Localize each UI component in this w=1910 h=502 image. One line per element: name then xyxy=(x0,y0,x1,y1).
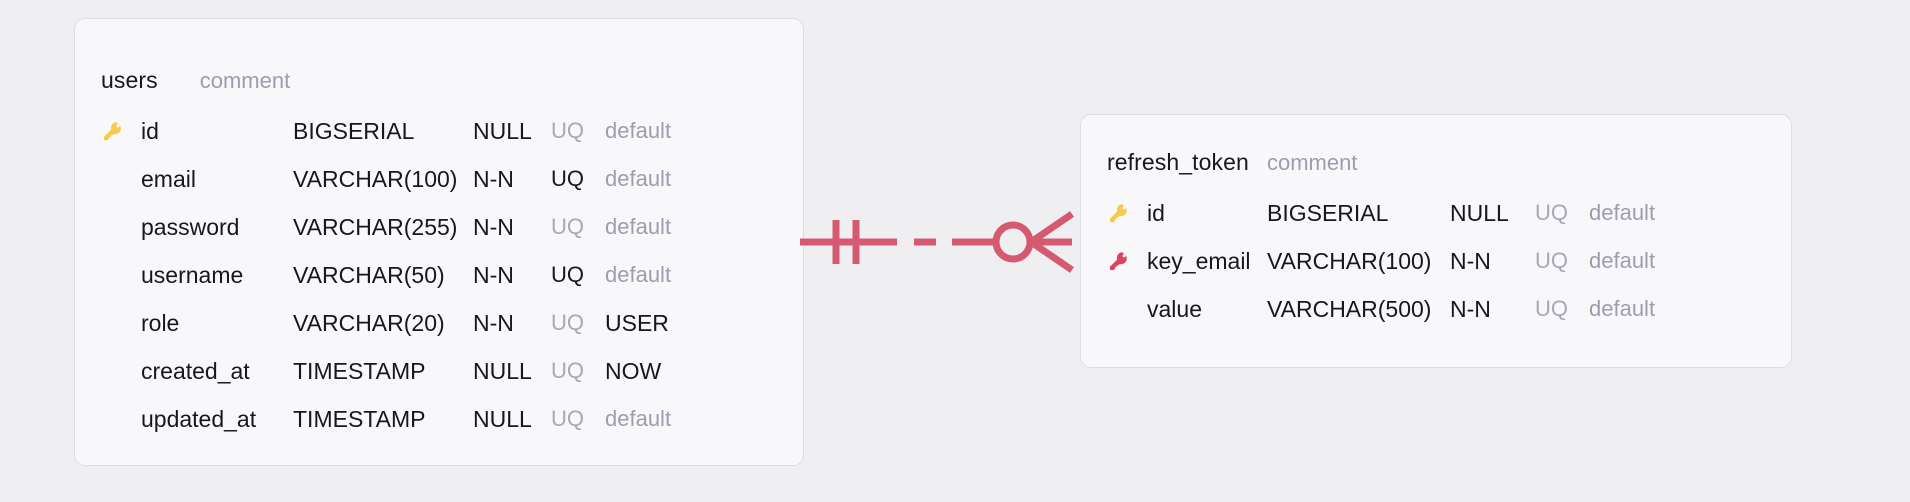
column-name[interactable]: username xyxy=(141,261,244,288)
column-null[interactable]: NULL xyxy=(473,117,532,144)
column-unique[interactable]: UQ xyxy=(551,358,584,383)
column-null[interactable]: N-N xyxy=(473,165,514,192)
table-card-users[interactable]: users comment id BIGSERIAL NULL UQ defau… xyxy=(74,18,804,466)
column-type[interactable]: TIMESTAMP xyxy=(293,357,426,384)
column-type[interactable]: VARCHAR(500) xyxy=(1267,295,1432,322)
column-default[interactable]: USER xyxy=(605,309,669,336)
table-row[interactable]: username VARCHAR(50) N-N UQ default xyxy=(75,251,803,299)
column-type[interactable]: BIGSERIAL xyxy=(293,117,415,144)
table-header-users: users comment xyxy=(75,67,803,107)
column-type[interactable]: VARCHAR(20) xyxy=(293,309,445,336)
column-type[interactable]: VARCHAR(100) xyxy=(293,165,458,192)
column-null[interactable]: N-N xyxy=(473,309,514,336)
table-header-refresh-token: refresh_token comment xyxy=(1081,149,1791,189)
table-row[interactable]: id BIGSERIAL NULL UQ default xyxy=(75,107,803,155)
column-unique[interactable]: UQ xyxy=(551,118,584,143)
column-name[interactable]: password xyxy=(141,213,240,240)
cardinality-zero-circle xyxy=(992,221,1034,263)
column-default[interactable]: default xyxy=(605,166,672,191)
table-row[interactable]: updated_at TIMESTAMP NULL UQ default xyxy=(75,395,803,443)
table-card-refresh-token[interactable]: refresh_token comment id BIGSERIAL NULL … xyxy=(1080,114,1792,368)
column-name[interactable]: role xyxy=(141,309,180,336)
column-unique[interactable]: UQ xyxy=(1535,248,1568,273)
column-null[interactable]: N-N xyxy=(473,261,514,288)
column-unique[interactable]: UQ xyxy=(551,310,584,335)
table-comment-users[interactable]: comment xyxy=(199,68,291,93)
column-null[interactable]: NULL xyxy=(473,405,532,432)
column-null[interactable]: N-N xyxy=(1450,295,1491,322)
column-unique[interactable]: UQ xyxy=(551,262,584,287)
table-row[interactable]: role VARCHAR(20) N-N UQ USER xyxy=(75,299,803,347)
column-default[interactable]: default xyxy=(1589,248,1656,273)
primary-key-icon xyxy=(1107,201,1147,225)
column-type[interactable]: VARCHAR(100) xyxy=(1267,247,1432,274)
column-default[interactable]: default xyxy=(605,118,672,143)
column-null[interactable]: N-N xyxy=(1450,247,1491,274)
table-row[interactable]: id BIGSERIAL NULL UQ default xyxy=(1081,189,1791,237)
column-type[interactable]: BIGSERIAL xyxy=(1267,199,1389,226)
primary-key-icon xyxy=(101,119,141,143)
column-default[interactable]: NOW xyxy=(605,357,662,384)
column-default[interactable]: default xyxy=(1589,200,1656,225)
column-name[interactable]: value xyxy=(1147,295,1202,322)
column-unique[interactable]: UQ xyxy=(1535,200,1568,225)
column-null[interactable]: NULL xyxy=(1450,199,1509,226)
table-row[interactable]: key_email VARCHAR(100) N-N UQ default xyxy=(1081,237,1791,285)
column-default[interactable]: default xyxy=(605,262,672,287)
column-default[interactable]: default xyxy=(605,406,672,431)
table-body-users: users comment id BIGSERIAL NULL UQ defau… xyxy=(75,19,803,443)
table-row[interactable]: password VARCHAR(255) N-N UQ default xyxy=(75,203,803,251)
column-default[interactable]: default xyxy=(1589,296,1656,321)
column-name[interactable]: key_email xyxy=(1147,247,1251,274)
table-name-users[interactable]: users xyxy=(101,67,158,93)
table-row[interactable]: value VARCHAR(500) N-N UQ default xyxy=(1081,285,1791,333)
column-unique[interactable]: UQ xyxy=(1535,296,1568,321)
column-default[interactable]: default xyxy=(605,214,672,239)
column-name[interactable]: created_at xyxy=(141,357,250,384)
relationship-connector-users-refresh-token[interactable] xyxy=(800,196,1090,288)
table-name-refresh-token[interactable]: refresh_token xyxy=(1107,149,1249,175)
crowsfoot-lower xyxy=(1029,239,1074,273)
table-row[interactable]: created_at TIMESTAMP NULL UQ NOW xyxy=(75,347,803,395)
column-name[interactable]: id xyxy=(141,117,159,144)
column-name[interactable]: email xyxy=(141,165,196,192)
column-name[interactable]: updated_at xyxy=(141,405,257,432)
table-body-refresh-token: refresh_token comment id BIGSERIAL NULL … xyxy=(1081,115,1791,333)
column-unique[interactable]: UQ xyxy=(551,214,584,239)
column-unique[interactable]: UQ xyxy=(551,166,584,191)
column-type[interactable]: VARCHAR(255) xyxy=(293,213,458,240)
table-comment-refresh-token[interactable]: comment xyxy=(1266,150,1358,175)
column-name[interactable]: id xyxy=(1147,199,1165,226)
crowsfoot-upper xyxy=(1029,211,1074,245)
column-type[interactable]: VARCHAR(50) xyxy=(293,261,445,288)
column-null[interactable]: N-N xyxy=(473,213,514,240)
column-null[interactable]: NULL xyxy=(473,357,532,384)
column-type[interactable]: TIMESTAMP xyxy=(293,405,426,432)
foreign-key-icon xyxy=(1107,249,1147,273)
table-row[interactable]: email VARCHAR(100) N-N UQ default xyxy=(75,155,803,203)
column-unique[interactable]: UQ xyxy=(551,406,584,431)
